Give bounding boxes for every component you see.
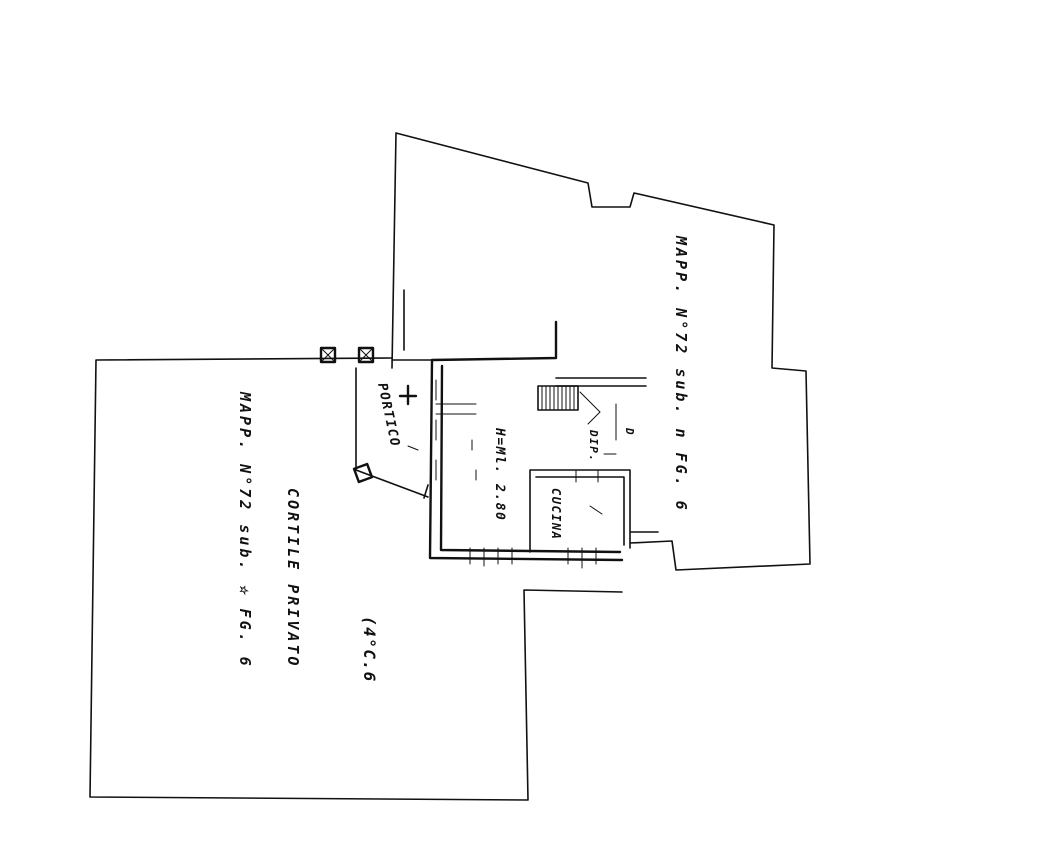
pillar-left: [319, 346, 337, 364]
door-letter: D: [623, 427, 636, 436]
handwritten-annotation: (4°C.6: [360, 616, 379, 683]
portico-label: PORTICO: [374, 382, 402, 449]
upper-parcel-outline: [391, 132, 811, 571]
lower-parcel-label: MAPP. N°72 sub. ☆ FG. 6: [236, 391, 254, 669]
kitchen-label: CUCINA: [549, 488, 563, 540]
storage-label: DIP.: [587, 429, 600, 463]
room-height-label: H=Ml. 2.80: [492, 427, 507, 521]
pillar-portico: [352, 462, 374, 484]
upper-parcel-label: MAPP. N°72 sub. n FG. 6: [672, 235, 690, 513]
building-walls: [428, 320, 624, 562]
opening-marks: [407, 379, 617, 569]
stair: [537, 385, 601, 425]
courtyard-label: CORTILE PRIVATO: [284, 488, 302, 668]
portico-walls: [355, 367, 429, 499]
pillar-right: [357, 346, 375, 364]
window-symbol: [398, 384, 418, 406]
inner-walls: [391, 289, 659, 553]
courtyard-outline: [89, 357, 623, 801]
